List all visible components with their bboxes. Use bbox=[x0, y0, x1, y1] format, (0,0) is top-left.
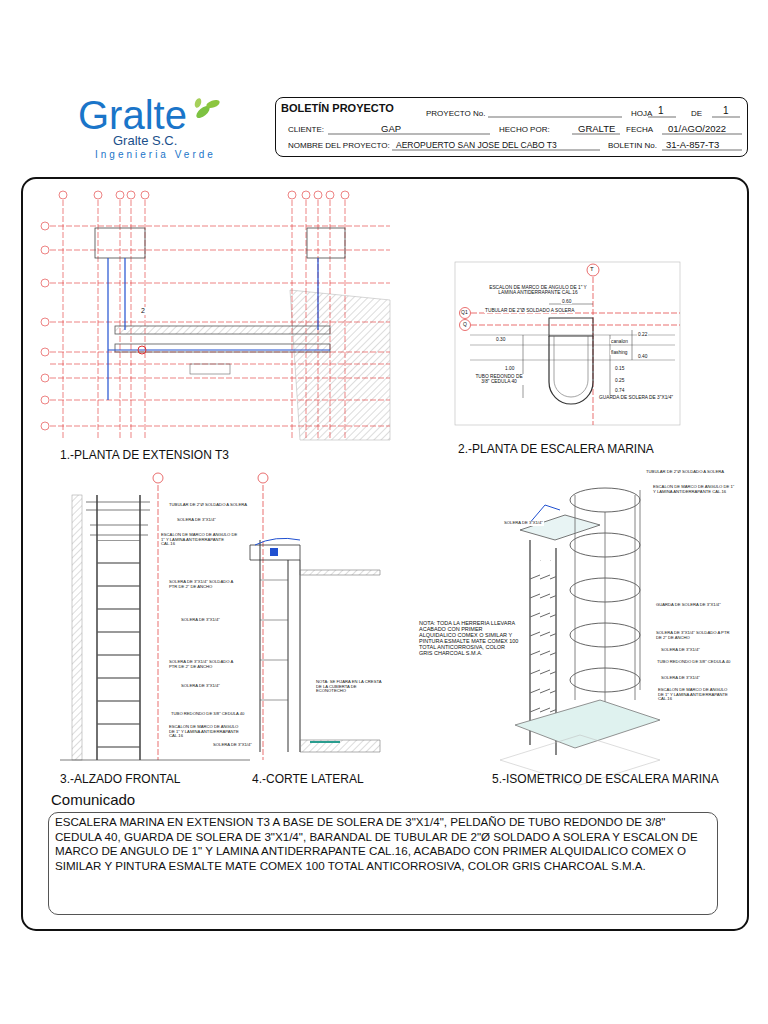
title-block: BOLETÍN PROYECTO PROYECTO No. HOJA 1 DE 1CLIE… bbox=[275, 97, 748, 157]
notice-heading: Comunicado bbox=[51, 791, 135, 808]
view-title: 2.-PLANTA DE ESCALERA MARINA bbox=[458, 443, 654, 456]
part-note: SOLERA DE 3"X1/4" bbox=[660, 648, 701, 653]
part-note: TUBULAR DE 2"Ø SOLDADO A SOLERA bbox=[484, 308, 575, 313]
part-note: GUARDA DE SOLERA DE 3"X1/4" bbox=[598, 395, 674, 400]
dimension: 0.22 bbox=[637, 332, 648, 337]
part-note: TUBULAR DE 2"Ø SOLDADO A SOLERA bbox=[645, 470, 725, 475]
dimension: 0.15 bbox=[614, 366, 625, 371]
form-lines bbox=[328, 117, 742, 150]
part-note: TUBULAR DE 2"Ø SOLDADO A SOLERA bbox=[168, 503, 248, 508]
part-note: SOLERA DE 3"X1/4" bbox=[180, 618, 221, 623]
form-field: NOMBRE DEL PROYECTO: bbox=[288, 141, 390, 150]
form-field: CLIENTE: bbox=[288, 125, 324, 134]
logo-text: Gralte bbox=[78, 93, 187, 137]
view-title: 3.-ALZADO FRONTAL bbox=[60, 773, 180, 786]
form-field: 1 bbox=[658, 105, 664, 116]
logo-leaf bbox=[193, 97, 220, 120]
company-name: Gralte S.C. bbox=[113, 134, 177, 148]
part-note: SOLERA DE 3"X1/4" bbox=[660, 676, 701, 681]
dimension: 0.30 bbox=[495, 337, 506, 342]
callout-number: 2 bbox=[140, 307, 146, 315]
form-field: 31-A-857-T3 bbox=[666, 139, 719, 150]
part-note: ESCALON DE MARCO DE ANGULO DE 1" Y LAMIN… bbox=[657, 688, 735, 702]
form-field: 1 bbox=[723, 105, 729, 116]
part-note: SOLERA DE 3"X1/4" SOLDADO A PTR DE 2" DE… bbox=[168, 660, 242, 669]
part-note: SOLERA DE 3"X1/4" SOLDADO A PTR DE 2" DE… bbox=[168, 580, 242, 589]
part-note: ESCALON DE MARCO DE ANGULO DE 1" Y LAMIN… bbox=[487, 285, 589, 296]
form-field: 01/AGO/2022 bbox=[668, 123, 726, 134]
form-field: AEROPUERTO SAN JOSE DEL CABO T3 bbox=[396, 140, 557, 150]
notice-box: ComunicadoESCALERA MARINA EN EXTENSION T… bbox=[48, 812, 718, 915]
part-note: GUARDA DE SOLERA DE 3"X1/4" bbox=[655, 603, 722, 608]
note: NOTA: TODA LA HERRERIA LLEVARA ACABADO C… bbox=[418, 620, 520, 656]
dimension: 0.25 bbox=[614, 378, 625, 383]
sheet-frame bbox=[22, 178, 748, 930]
dimension: 1.00 bbox=[504, 366, 515, 371]
part-note: ESCALON DE MARCO DE ANGULO DE 1" Y LAMIN… bbox=[168, 725, 244, 739]
notice-text: ESCALERA MARINA EN EXTENSION T3 A BASE D… bbox=[49, 813, 717, 877]
axis-bubble: T bbox=[590, 266, 594, 273]
axis-bubble: Q1 bbox=[461, 310, 468, 316]
front-elevation bbox=[60, 473, 268, 760]
slogan: Ingenieria Verde bbox=[95, 149, 216, 160]
form-field: HOJA bbox=[631, 109, 652, 118]
view-title: 1.-PLANTA DE EXTENSION T3 bbox=[60, 449, 229, 462]
form-field: HECHO POR: bbox=[499, 125, 550, 134]
form-field: FECHA bbox=[626, 125, 653, 134]
side-section bbox=[250, 538, 380, 752]
part-note: ESCALON DE MARCO DE ANGULO DE 1" Y LAMIN… bbox=[160, 533, 240, 547]
part-note: SOLERA DE 3"X1/4" bbox=[180, 684, 221, 689]
part-note: SOLERA DE 3"X1/4" SOLDADO A PTR DE 2" DE… bbox=[655, 631, 731, 640]
dimension: 0.74 bbox=[614, 388, 625, 393]
part-note: TUBO REDONDO DE 3/8" CEDULA 40 bbox=[170, 712, 245, 717]
view-title: 5.-ISOMETRICO DE ESCALERA MARINA bbox=[492, 773, 719, 786]
part-note: TUBO REDONDO DE 3/8" CEDULA 40 bbox=[656, 660, 731, 665]
part-note: canalon bbox=[610, 339, 629, 344]
note: NOTA: SE FIJARA EN LA CRESTA DE LA CUBIE… bbox=[315, 680, 387, 694]
axis-bubble: Q bbox=[463, 322, 467, 328]
form-field: PROYECTO No. bbox=[426, 109, 485, 118]
form-field: DE bbox=[691, 109, 702, 118]
ladder-plan bbox=[455, 262, 680, 425]
dimension: 0.60 bbox=[561, 299, 572, 304]
form-field: GAP bbox=[381, 123, 401, 134]
form-field: GRALTE bbox=[578, 123, 615, 134]
form-field: BOLETÍN PROYECTO bbox=[281, 102, 394, 114]
part-note: SOLERA DE 3"X1/4" bbox=[176, 518, 217, 523]
plan-drawing bbox=[41, 191, 390, 440]
part-note: TUBO REDONDO DE 3/8" CEDULA 40 bbox=[474, 374, 524, 385]
part-note: SOLERA DE 3"X1/4" bbox=[503, 521, 544, 526]
part-note: flashing bbox=[610, 350, 629, 355]
part-note: ESCALON DE MARCO DE ANGULO DE 1" Y LAMIN… bbox=[652, 485, 736, 494]
view-title: 4.-CORTE LATERAL bbox=[252, 773, 364, 786]
form-field: BOLETIN No. bbox=[608, 141, 657, 150]
part-note: SOLERA DE 3"X1/4" bbox=[212, 743, 253, 748]
dimension: 0.40 bbox=[637, 354, 648, 359]
isometric-ladder bbox=[500, 488, 660, 785]
